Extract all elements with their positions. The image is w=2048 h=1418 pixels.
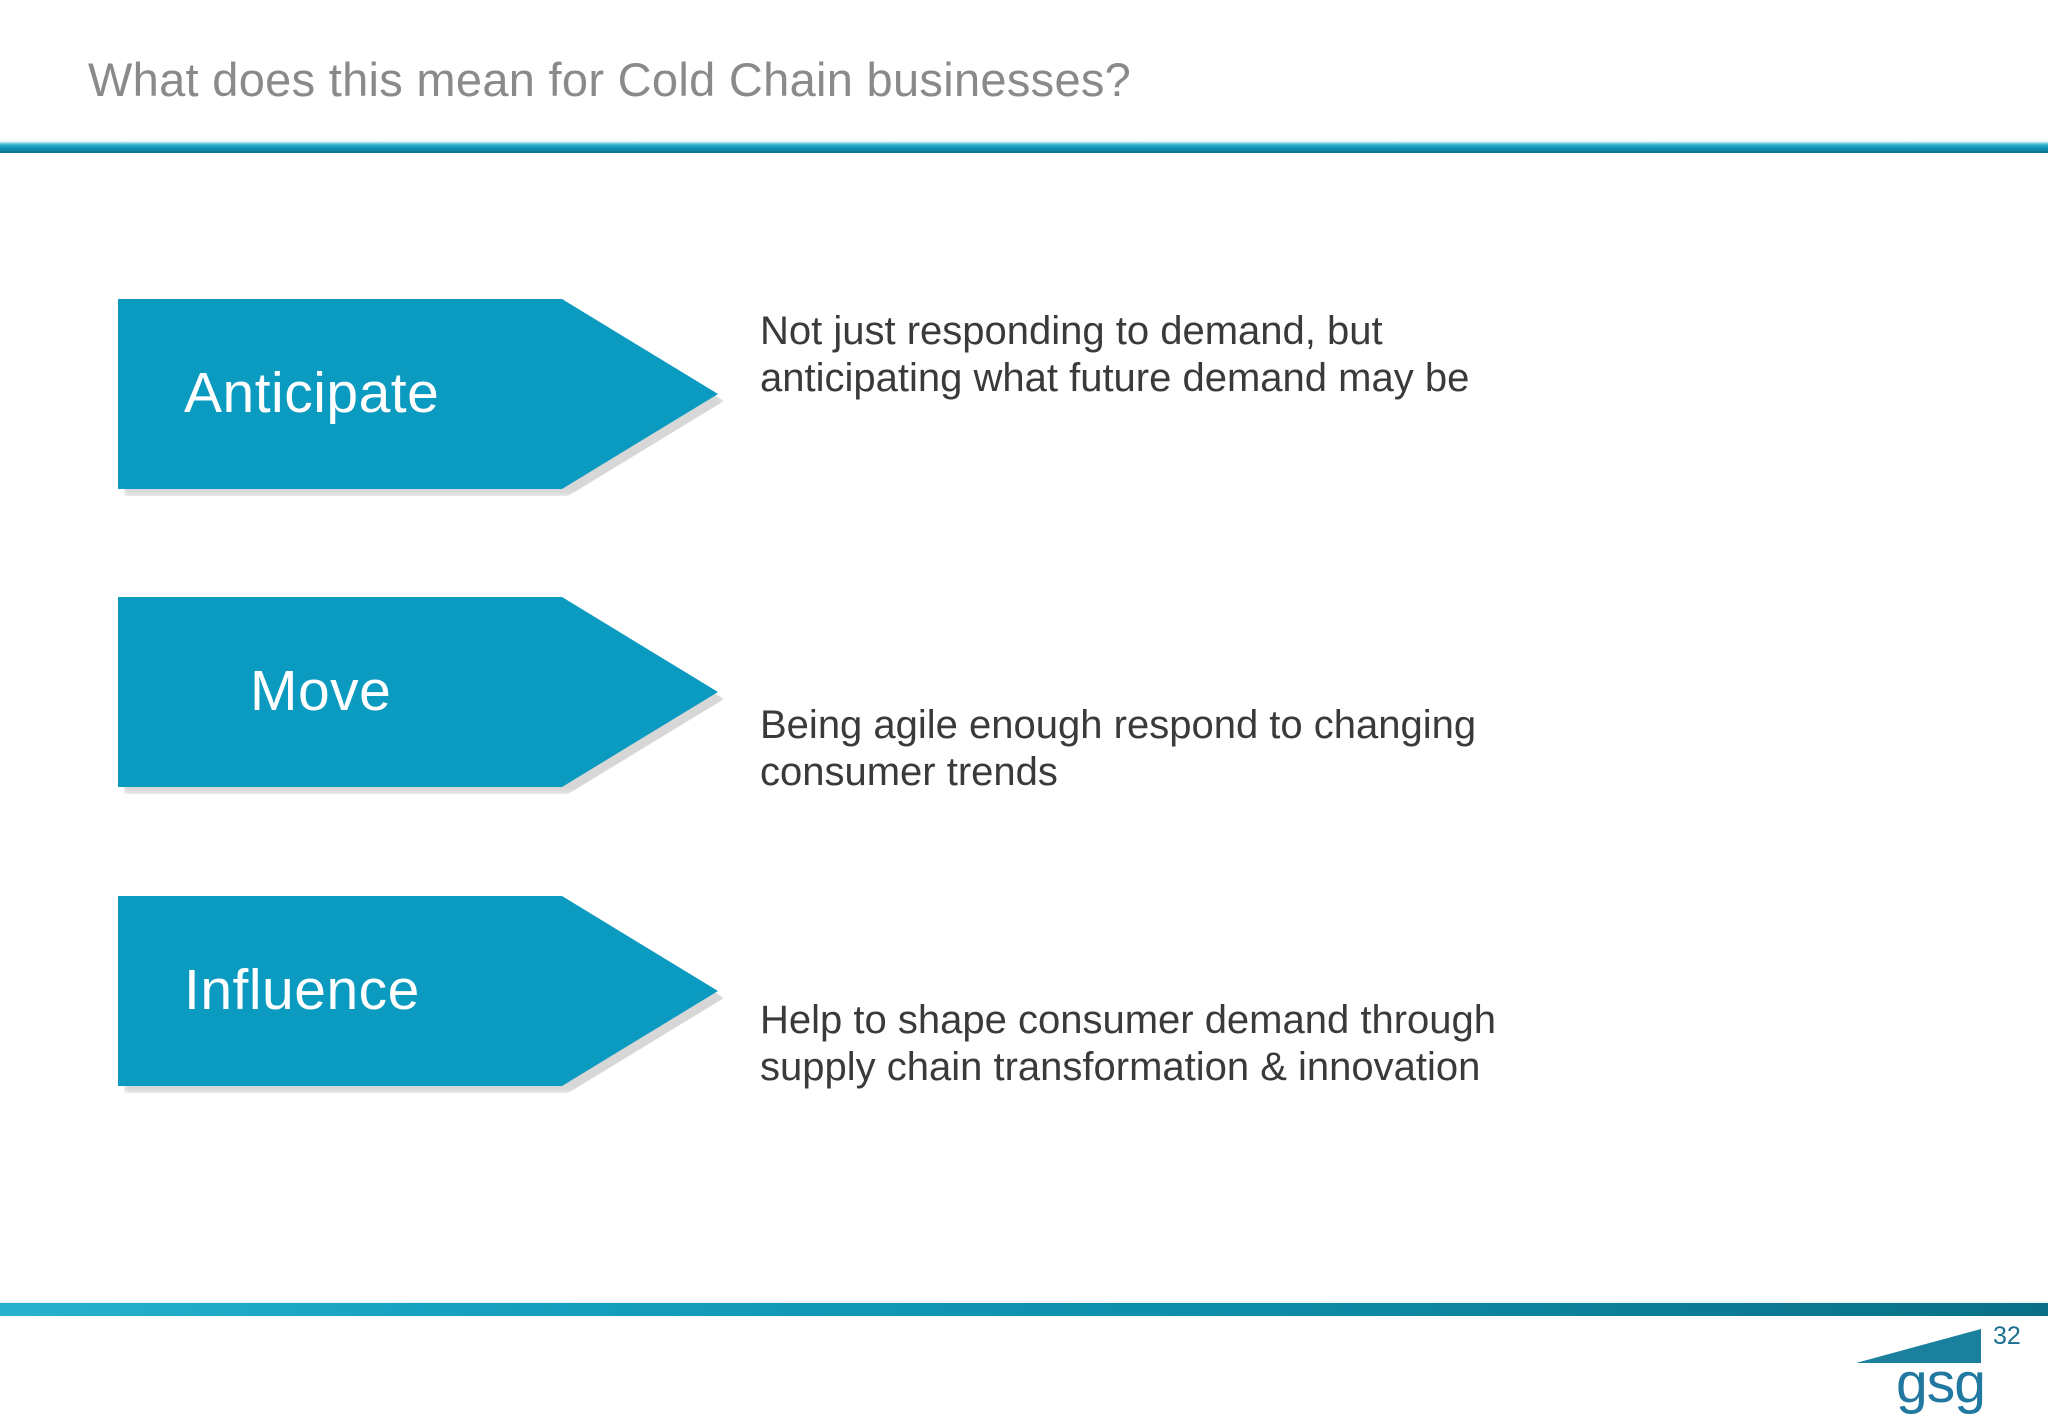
chevron-shape: Anticipate xyxy=(118,299,718,489)
description-line-1: Not just responding to demand, but xyxy=(760,309,1383,353)
chevron-move[interactable]: Move xyxy=(118,597,724,794)
title-rule-highlight xyxy=(0,139,2048,143)
chevron-label: Anticipate xyxy=(184,361,440,426)
chevron-influence[interactable]: Influence xyxy=(118,896,724,1093)
footer-rule xyxy=(0,1303,2048,1316)
gsg-logo: gsg xyxy=(1856,1323,1986,1418)
description-line-1: Being agile enough respond to changing xyxy=(760,703,1477,747)
chevron-label: Move xyxy=(250,659,392,724)
description-line-2: anticipating what future demand may be xyxy=(760,356,1470,401)
description-line-2: consumer trends xyxy=(760,750,1058,795)
chevron-anticipate[interactable]: Anticipate xyxy=(118,299,724,496)
row-description: Not just responding to demand, but antic… xyxy=(760,308,1780,402)
chevron-shape: Move xyxy=(118,597,718,787)
chevron-shape: Influence xyxy=(118,896,718,1086)
description-line-2: supply chain transformation & innovation xyxy=(760,1045,1481,1090)
description-line-1: Help to shape consumer demand through xyxy=(760,998,1497,1042)
logo-text: gsg xyxy=(1896,1351,1986,1415)
row-description: Help to shape consumer demand through su… xyxy=(760,997,1780,1091)
title-rule xyxy=(0,142,2048,153)
chevron-label: Influence xyxy=(184,958,420,1023)
page-number: 32 xyxy=(1993,1322,2021,1350)
page-title: What does this mean for Cold Chain busin… xyxy=(88,53,1132,106)
footer-rule-highlight xyxy=(0,1300,2048,1304)
row-description: Being agile enough respond to changing c… xyxy=(760,702,1780,796)
